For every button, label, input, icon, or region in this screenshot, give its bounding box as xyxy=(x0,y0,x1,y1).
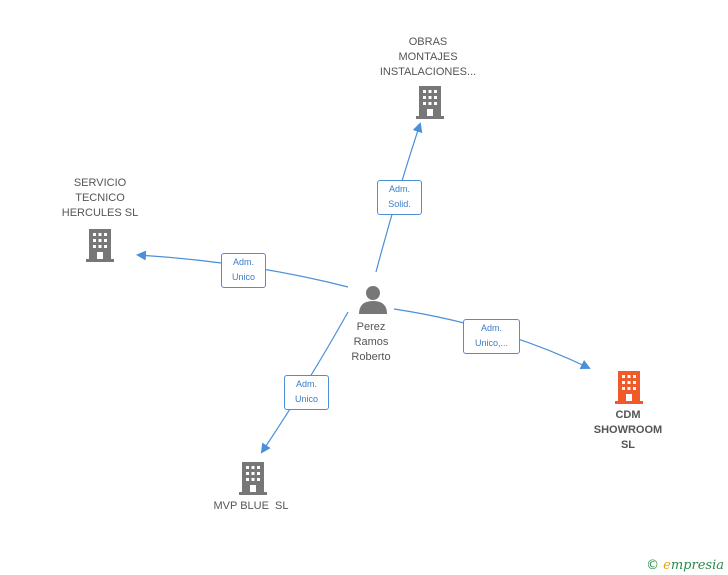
brand-initial: e xyxy=(663,558,671,573)
edge-label-obras[interactable]: Adm. Solid. xyxy=(377,180,422,215)
empresia-watermark: ©empresia xyxy=(646,558,724,573)
node-label-obras[interactable]: OBRAS MONTAJES INSTALACIONES... xyxy=(368,35,488,80)
node-label-line: SERVICIO xyxy=(73,177,127,189)
edge-label-line: Adm. xyxy=(480,323,502,333)
building-icon[interactable] xyxy=(86,229,114,262)
node-label-cdm[interactable]: CDM SHOWROOM SL xyxy=(568,408,688,453)
edge-label-servicio[interactable]: Adm. Unico xyxy=(221,253,266,288)
node-label-mvp[interactable]: MVP BLUE SL xyxy=(191,499,311,514)
node-label-line: HERCULES SL xyxy=(61,207,139,219)
node-label-line: Roberto xyxy=(351,351,391,363)
node-label-line: Ramos xyxy=(353,336,389,348)
edge-label-line: Adm. xyxy=(295,379,317,389)
edge-label-line: Unico xyxy=(294,394,318,404)
node-label-line: SHOWROOM xyxy=(593,424,663,436)
node-label-line: OBRAS xyxy=(408,36,448,48)
edge-label-line: Adm. xyxy=(388,184,410,194)
edge-label-line: Solid. xyxy=(388,199,411,209)
edge-label-cdm[interactable]: Adm. Unico,... xyxy=(463,319,520,354)
edge-label-line: Adm. xyxy=(232,257,254,267)
node-label-servicio[interactable]: SERVICIO TECNICO HERCULES SL xyxy=(40,176,160,221)
node-label-line: CDM xyxy=(615,409,641,421)
node-label-line: Perez xyxy=(356,321,386,333)
edge-label-line: Unico xyxy=(231,272,255,282)
building-icon[interactable] xyxy=(239,462,267,495)
node-label-line: SL xyxy=(620,439,636,451)
node-label-line: MVP BLUE SL xyxy=(213,500,289,512)
building-icon[interactable] xyxy=(615,371,643,404)
node-label-line: TECNICO xyxy=(75,192,125,204)
node-label-person[interactable]: Perez Ramos Roberto xyxy=(331,320,411,365)
building-icon[interactable] xyxy=(416,86,444,119)
node-label-line: MONTAJES xyxy=(398,51,458,63)
edge-label-mvp[interactable]: Adm. Unico xyxy=(284,375,329,410)
person-icon[interactable] xyxy=(359,286,387,314)
copyright-icon: © xyxy=(646,558,660,573)
brand-name: mpresia xyxy=(670,558,724,573)
node-label-line: INSTALACIONES... xyxy=(379,66,477,78)
edge-label-line: Unico,... xyxy=(474,338,508,348)
